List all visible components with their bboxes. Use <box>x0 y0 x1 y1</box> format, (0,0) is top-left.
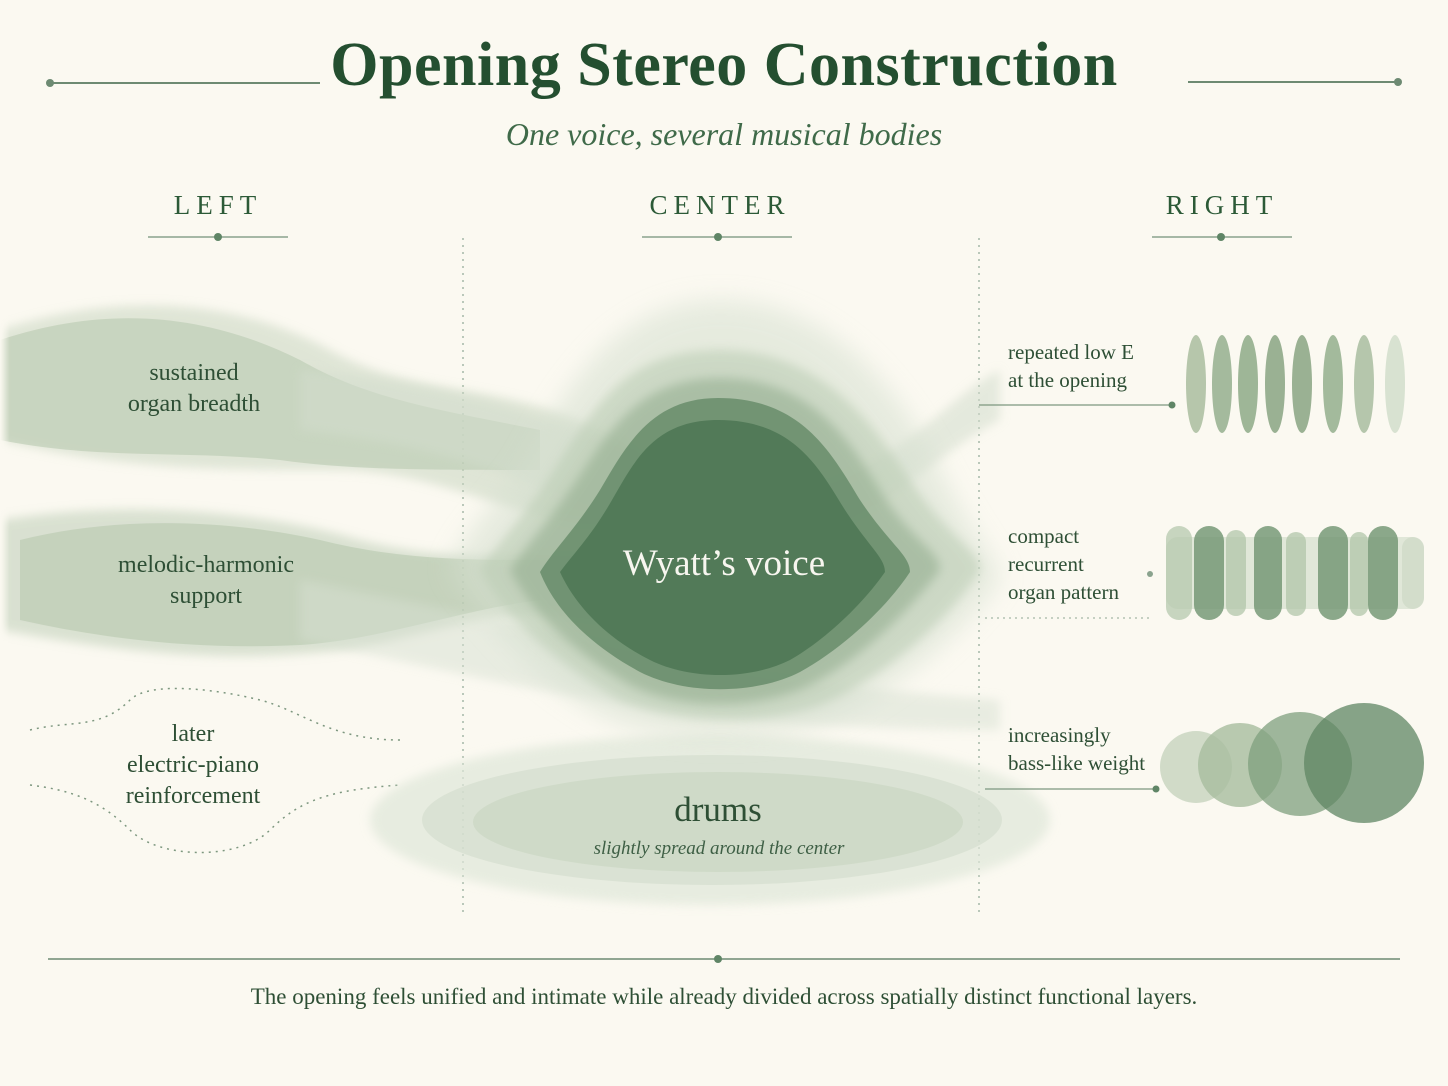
page-subtitle: One voice, several musical bodies <box>505 116 943 152</box>
left-layer-line: reinforcement <box>125 783 261 809</box>
right-layer-line: increasingly <box>1008 723 1111 747</box>
column-header-center: CENTER <box>649 190 791 220</box>
footer-caption: The opening feels unified and intimate w… <box>250 984 1198 1009</box>
column-header-left: LEFT <box>173 190 263 220</box>
column-header-right: RIGHT <box>1165 190 1279 220</box>
page-title: Opening Stereo Construction <box>330 31 1118 99</box>
left-layer-melodic-harmonic: melodic-harmonic support <box>56 550 356 612</box>
voice-shape <box>450 300 1000 739</box>
bass-weight-circles <box>1160 703 1424 823</box>
left-layer-line: organ breadth <box>127 391 261 417</box>
left-layer-line: melodic-harmonic <box>118 552 294 578</box>
left-layer-line: electric-piano <box>127 752 259 778</box>
right-layer-low-e: repeated low E at the opening <box>1008 338 1134 394</box>
drums-label: drums <box>674 790 762 829</box>
right-header-underline <box>1152 233 1292 241</box>
right-layer-line: bass-like weight <box>1008 751 1146 775</box>
right-layer-line: organ pattern <box>1008 580 1119 604</box>
right-layer-bass-weight: increasingly bass-like weight <box>1008 721 1145 777</box>
left-layer-line: later <box>171 721 215 747</box>
right-layer-line: at the opening <box>1008 368 1127 392</box>
left-header-underline <box>148 233 288 241</box>
left-layer-organ-breadth: sustained organ breadth <box>44 358 344 420</box>
right-layer-line: recurrent <box>1008 552 1084 576</box>
left-layer-line: sustained <box>149 360 239 386</box>
left-layer-line: support <box>170 583 242 609</box>
electric-piano-outline <box>29 687 401 854</box>
right-layer-organ-pattern: compact recurrent organ pattern <box>1008 522 1119 606</box>
title-rule-right <box>1188 78 1402 86</box>
right-layer-line: repeated low E <box>1008 340 1134 364</box>
voice-label: Wyatt’s voice <box>622 543 826 584</box>
footer-rule <box>48 955 1400 963</box>
right-connectors <box>979 401 1176 793</box>
low-e-pulses <box>1186 335 1405 433</box>
left-layer-electric-piano: later electric-piano reinforcement <box>43 719 343 812</box>
drums-shape <box>370 735 1050 905</box>
organ-pattern <box>1166 526 1424 620</box>
title-rule-left <box>46 79 320 87</box>
drums-note: slightly spread around the center <box>593 838 845 859</box>
center-header-underline <box>642 233 792 241</box>
right-layer-line: compact <box>1008 524 1080 548</box>
